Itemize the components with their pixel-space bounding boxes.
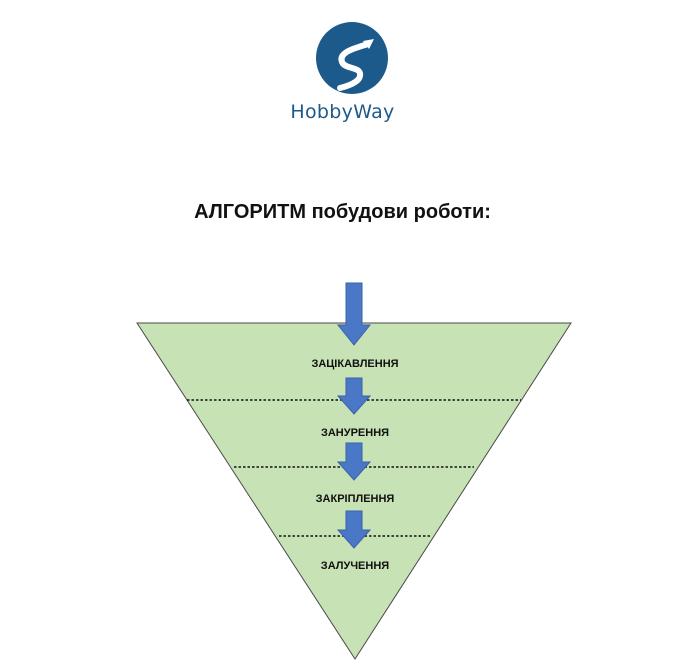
down-arrow-icon [336,377,372,415]
stage-label-consolidation: ЗАКРІПЛЕННЯ [315,493,395,505]
down-arrow-icon [336,282,372,346]
stage-label-interest: ЗАЦІКАВЛЕННЯ [311,358,399,370]
stage-label-engagement: ЗАЛУЧЕННЯ [320,560,390,572]
hobbyway-logo [316,22,388,94]
stage-label-immersion: ЗАНУРЕННЯ [320,427,390,439]
down-arrow-icon [336,442,372,481]
funnel-shape [136,322,572,660]
road-arrow-logo-icon [316,22,388,94]
down-arrow-icon [336,510,372,549]
brand-name: HobbyWay [290,101,395,123]
page-title: АЛГОРИТМ побудови роботи: [194,201,491,223]
